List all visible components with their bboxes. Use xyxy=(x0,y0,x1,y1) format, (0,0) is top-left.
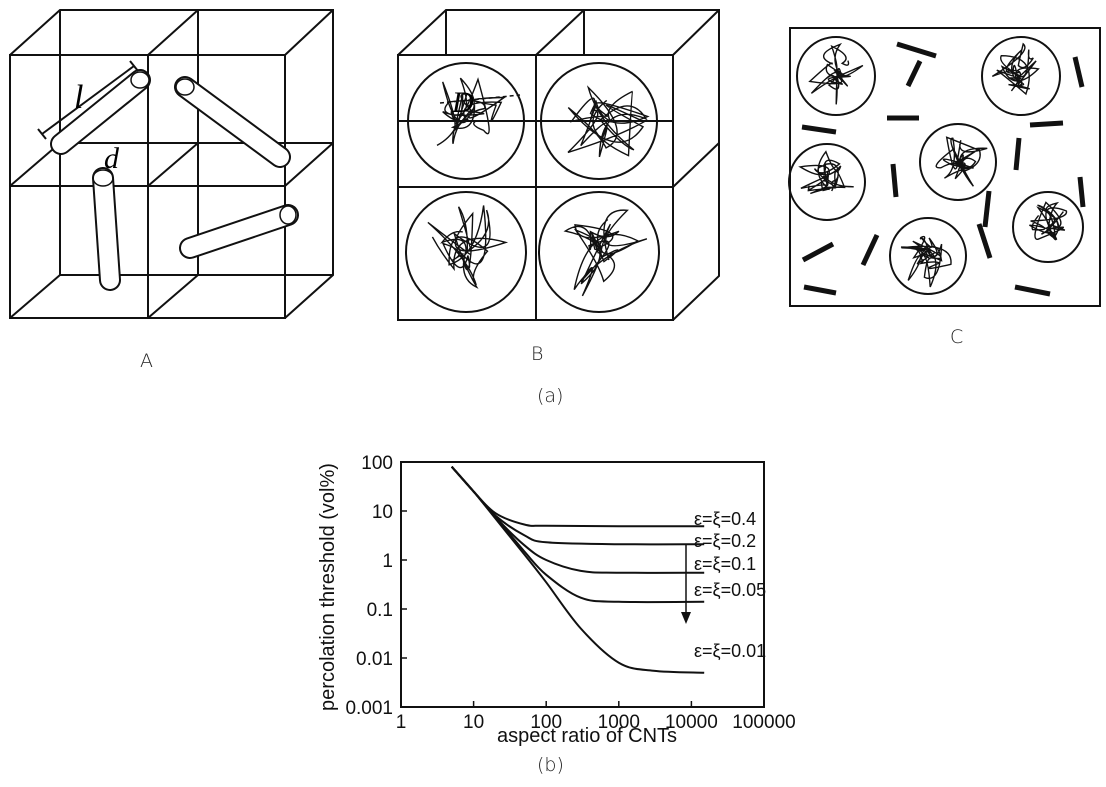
x-tick-label: 10 xyxy=(463,712,484,733)
panel-a-lattice xyxy=(9,9,334,319)
dispersed-rod xyxy=(1077,176,1086,208)
series-line xyxy=(450,466,705,528)
panel-c-frame xyxy=(789,27,1101,307)
polymer-coil xyxy=(405,191,527,313)
cnt-rod xyxy=(92,167,121,291)
polymer-coil xyxy=(788,143,866,221)
dispersed-rod xyxy=(890,163,899,198)
dispersed-rod xyxy=(801,124,837,135)
y-tick-label: 0.1 xyxy=(367,600,393,621)
polymer-chain xyxy=(798,150,854,195)
x-tick-label: 100 xyxy=(530,712,562,733)
series-label: ε=ξ=0.01 xyxy=(694,641,766,661)
polymer-coil xyxy=(981,36,1061,116)
diameter-symbol: d xyxy=(104,142,120,175)
polymer-coils-c xyxy=(788,36,1084,295)
dispersed-rod xyxy=(1072,56,1085,88)
plot-frame xyxy=(400,461,765,708)
series-label: ε=ξ=0.1 xyxy=(694,554,756,574)
x-tick-label: 1 xyxy=(396,712,407,733)
series-line xyxy=(450,466,705,574)
y-tick-label: 0.001 xyxy=(345,698,393,719)
polymer-coil xyxy=(407,62,525,180)
polymer-coils-b xyxy=(405,62,660,313)
dispersed-rod xyxy=(1014,284,1051,297)
y-axis-label: percolation threshold (vol%) xyxy=(317,463,339,711)
y-tick-label: 100 xyxy=(361,453,393,474)
polymer-chain xyxy=(436,77,507,147)
polymer-coil xyxy=(538,191,660,313)
dispersed-rods xyxy=(801,41,1086,297)
series-label: ε=ξ=0.4 xyxy=(694,509,756,529)
polymer-chain xyxy=(563,209,648,297)
caption-C: C xyxy=(950,326,964,348)
series-label: ε=ξ=0.05 xyxy=(694,580,766,600)
polymer-coil xyxy=(889,217,967,295)
caption-a: (a) xyxy=(537,385,564,407)
x-tick-label: 100000 xyxy=(732,712,795,733)
dispersed-rod xyxy=(982,190,992,228)
dispersed-rod xyxy=(905,59,923,88)
dispersed-rod xyxy=(860,233,880,267)
polymer-chain xyxy=(567,85,650,158)
dispersed-rod xyxy=(896,41,937,59)
panel-b-lattice xyxy=(397,9,720,321)
series-line xyxy=(450,466,705,604)
series-line xyxy=(450,466,705,546)
length-symbol: l xyxy=(74,79,83,116)
dispersed-rod xyxy=(801,241,835,263)
x-axis-label: aspect ratio of CNTs xyxy=(497,725,677,747)
y-tick-label: 10 xyxy=(372,502,393,523)
polymer-coil xyxy=(796,36,876,116)
polymer-chain xyxy=(427,205,509,289)
polymer-chain xyxy=(900,235,952,288)
polymer-chain xyxy=(935,136,988,187)
x-tick-label: 10000 xyxy=(665,712,718,733)
caption-B: B xyxy=(531,343,544,365)
polymer-coil xyxy=(1012,191,1084,263)
polymer-coil xyxy=(540,62,658,180)
cnt-rod xyxy=(50,69,151,155)
caption-b: (b) xyxy=(537,754,564,776)
polymer-coil xyxy=(919,123,997,201)
dispersed-rod xyxy=(1013,137,1022,171)
polymer-chain xyxy=(808,42,864,105)
dispersed-rod xyxy=(1029,120,1064,128)
cnt-rod xyxy=(174,76,291,168)
dispersed-rod xyxy=(803,284,837,296)
length-dimension xyxy=(37,60,139,140)
y-tick-label: 1 xyxy=(382,551,393,572)
y-tick-label: 0.01 xyxy=(356,649,393,670)
series-label: ε=ξ=0.2 xyxy=(694,531,756,551)
coil-diameter-symbol: D xyxy=(451,86,474,119)
dispersed-rod xyxy=(976,223,993,259)
polymer-chain xyxy=(1029,201,1068,241)
series-line xyxy=(450,466,705,674)
caption-A: A xyxy=(140,350,153,372)
decreasing-arrow xyxy=(681,545,691,624)
polymer-chain xyxy=(991,42,1040,96)
x-tick-label: 1000 xyxy=(598,712,640,733)
coil-diameter-line xyxy=(439,94,521,104)
cnt-rod xyxy=(179,204,299,259)
